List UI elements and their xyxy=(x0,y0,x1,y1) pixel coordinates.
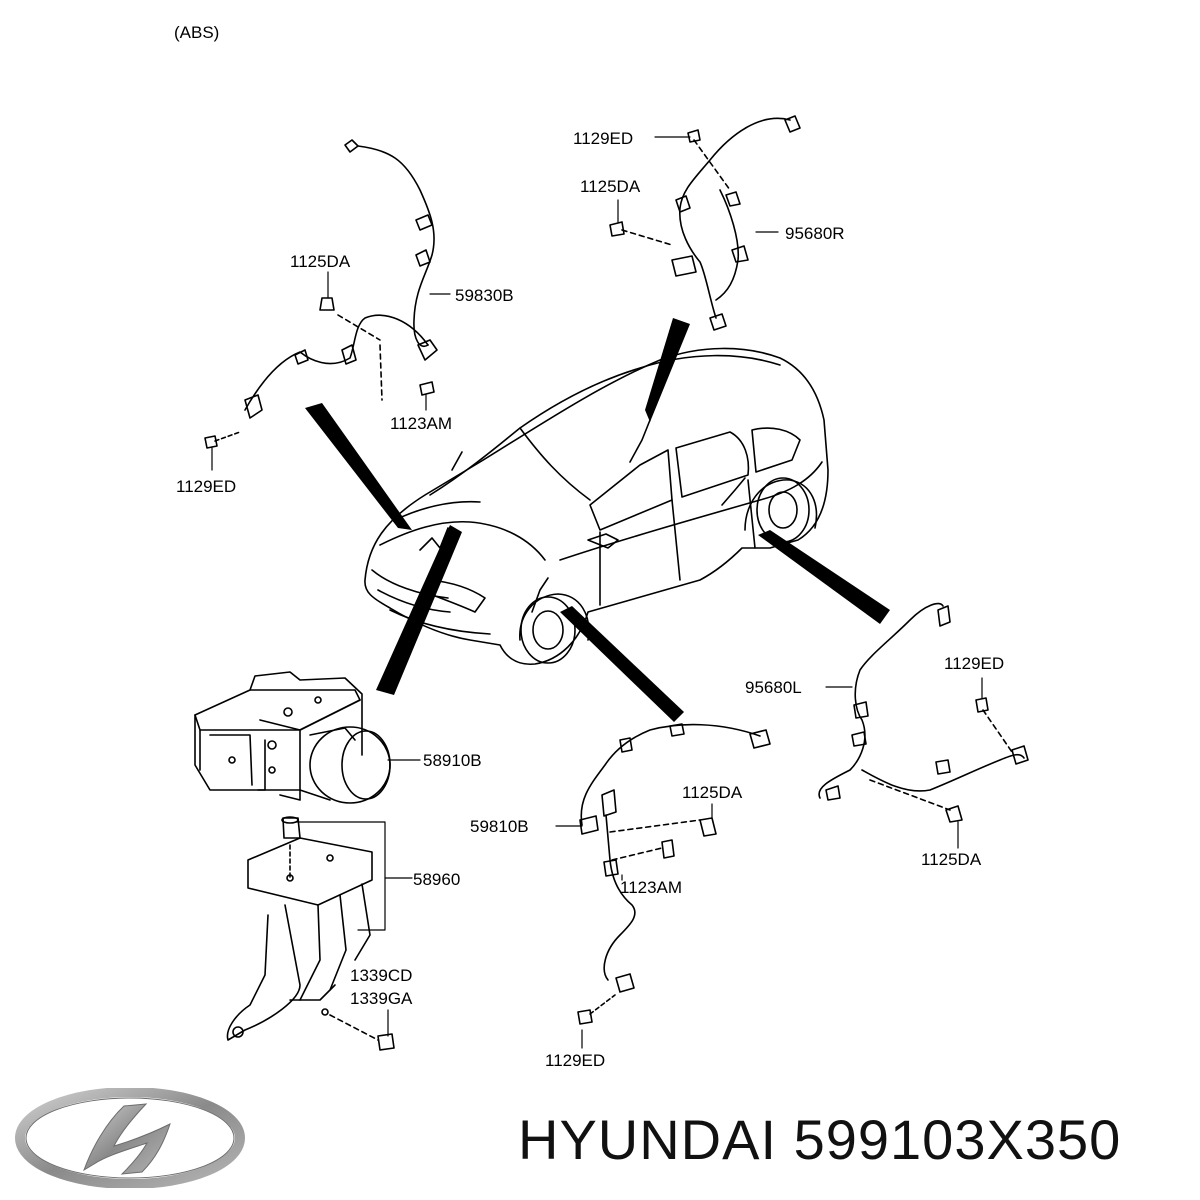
part-label-1125da-topright: 1125DA xyxy=(580,177,641,196)
part-label-1129ed-bottom: 1129ED xyxy=(545,1051,606,1070)
part-label-1339cd: 1339CD xyxy=(350,966,413,985)
part-label-1125da-mid: 1125DA xyxy=(682,783,743,802)
hyundai-logo-icon xyxy=(15,1088,245,1188)
part-label-1125da-left: 1125DA xyxy=(290,252,351,271)
part-label-1129ed-right: 1129ED xyxy=(944,654,1005,673)
car-outline xyxy=(364,347,829,665)
part-label-95680l: 95680L xyxy=(745,678,802,697)
section-label: (ABS) xyxy=(174,23,220,42)
part-label-58960: 58960 xyxy=(413,870,461,889)
part-label-1123am-mid: 1123AM xyxy=(620,878,683,897)
part-label-59830b: 59830B xyxy=(455,286,514,305)
pointer-arrows xyxy=(305,318,890,722)
part-label-1125da-bottomright: 1125DA xyxy=(921,850,982,869)
sensor-95680r xyxy=(609,115,801,331)
part-label-59810b: 59810B xyxy=(470,817,529,836)
abs-bracket xyxy=(226,816,395,1051)
sensor-95680l xyxy=(818,602,1029,823)
part-label-1129ed-top: 1129ED xyxy=(573,129,634,148)
brand-and-part-number: HYUNDAI 599103X350 xyxy=(518,1112,1121,1168)
brand-name: HYUNDAI xyxy=(518,1108,778,1171)
sensor-59830b xyxy=(204,139,438,449)
part-label-95680r: 95680R xyxy=(785,224,845,243)
part-label-1339ga: 1339GA xyxy=(350,989,413,1008)
part-number: 599103X350 xyxy=(793,1108,1122,1171)
sensor-59810b xyxy=(577,723,771,1025)
part-label-58910b: 58910B xyxy=(423,751,482,770)
part-label-1123am-left: 1123AM xyxy=(390,414,453,433)
part-label-1129ed-left: 1129ED xyxy=(176,477,237,496)
leader-lines xyxy=(211,136,983,1049)
abs-module xyxy=(194,671,391,804)
